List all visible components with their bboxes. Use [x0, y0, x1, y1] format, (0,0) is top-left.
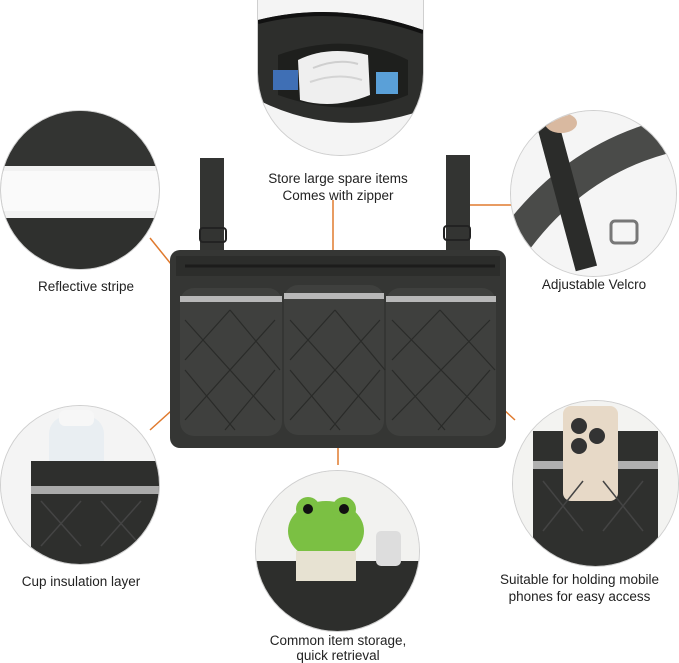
label-common-line2: quick retrieval: [296, 648, 380, 663]
callout-line-phone: [454, 364, 516, 421]
label-common-storage: Common item storage, quick retrieval: [233, 633, 443, 663]
label-phone-line2: phones for easy access: [508, 589, 651, 604]
cup-holder-photo: [0, 405, 160, 565]
label-reflective-stripe: Reflective stripe: [37, 279, 135, 294]
zipper-compartment-photo: [257, 0, 424, 156]
reflective-stripe-photo: [0, 110, 160, 270]
label-cup-insulation: Cup insulation layer: [21, 574, 141, 589]
label-phone-pocket: Suitable for holding mobile phones for e…: [480, 571, 679, 605]
common-storage-photo: [255, 470, 420, 632]
label-common-line1: Common item storage,: [269, 633, 407, 648]
label-phone-line1: Suitable for holding mobile: [499, 572, 660, 587]
label-top: Store large spare items Comes with zippe…: [233, 170, 443, 204]
velcro-strap-photo: [510, 110, 677, 277]
phone-pocket-photo: [512, 400, 679, 567]
callout-line-cup: [149, 364, 223, 431]
label-top-line1: Store large spare items: [268, 171, 408, 186]
label-adjustable-velcro: Adjustable Velcro: [541, 277, 647, 292]
label-top-line2: Comes with zipper: [282, 188, 394, 203]
